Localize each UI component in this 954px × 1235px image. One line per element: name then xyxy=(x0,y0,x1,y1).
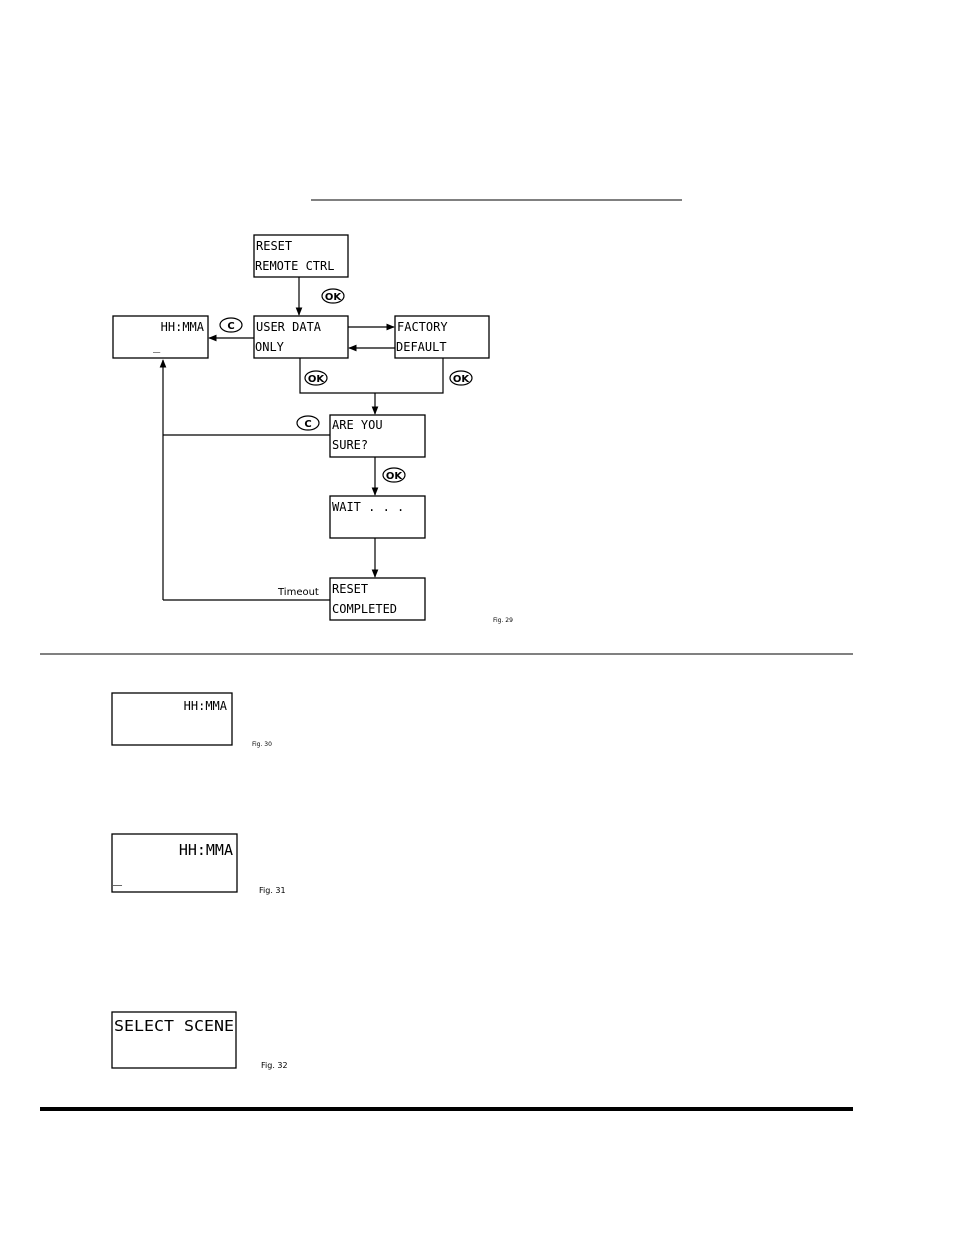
box-clock: HH:MMA _ xyxy=(113,316,208,358)
c-label: C xyxy=(304,419,311,430)
ok-button-icon: OK xyxy=(450,371,472,385)
box-line: COMPLETED xyxy=(332,602,397,616)
box-line: ARE YOU xyxy=(332,418,383,432)
box-line: ONLY xyxy=(255,340,285,354)
c-label: C xyxy=(227,321,234,332)
c-button-icon: C xyxy=(297,416,319,430)
box-wait: WAIT . . . xyxy=(330,496,425,538)
lcd-line: SELECT SCENE xyxy=(114,1017,234,1035)
ok-label: OK xyxy=(453,374,471,385)
box-line: RESET xyxy=(256,239,292,253)
c-button-icon: C xyxy=(220,318,242,332)
fig29-label: Fig. 29 xyxy=(493,617,513,624)
cursor: _ xyxy=(113,868,123,886)
box-user-data-only: USER DATA ONLY xyxy=(254,316,348,358)
ok-button-icon: OK xyxy=(383,468,405,482)
ok-label: OK xyxy=(386,471,404,482)
timeout-label: Timeout xyxy=(277,587,319,598)
fig30-label: Fig. 30 xyxy=(252,741,272,748)
ok-label: OK xyxy=(325,292,343,303)
box-line: RESET xyxy=(332,582,368,596)
lcd-fig30: HH:MMA xyxy=(112,693,232,745)
box-line: HH:MMA xyxy=(161,320,205,334)
box-line: DEFAULT xyxy=(396,340,447,354)
box-line: REMOTE CTRL xyxy=(255,259,334,273)
lcd-line: HH:MMA xyxy=(184,699,228,713)
lcd-fig31: HH:MMA _ xyxy=(112,834,237,892)
fig32-label: Fig. 32 xyxy=(261,1061,288,1070)
ok-button-icon: OK xyxy=(322,289,344,303)
box-line: FACTORY xyxy=(397,320,448,334)
box-reset-completed: RESET COMPLETED xyxy=(330,578,425,620)
ok-label: OK xyxy=(308,374,326,385)
lcd-line: HH:MMA xyxy=(179,841,233,859)
lcd-fig32: SELECT SCENE xyxy=(112,1012,236,1068)
box-are-you-sure: ARE YOU SURE? xyxy=(330,415,425,457)
cursor: _ xyxy=(153,339,161,353)
fig31-label: Fig. 31 xyxy=(259,886,286,895)
box-factory-default: FACTORY DEFAULT xyxy=(395,316,489,358)
box-line: SURE? xyxy=(332,438,368,452)
ok-button-icon: OK xyxy=(305,371,327,385)
box-line: WAIT . . . xyxy=(332,500,404,514)
box-reset-remote-ctrl: RESET REMOTE CTRL xyxy=(254,235,348,277)
box-line: USER DATA xyxy=(256,320,322,334)
